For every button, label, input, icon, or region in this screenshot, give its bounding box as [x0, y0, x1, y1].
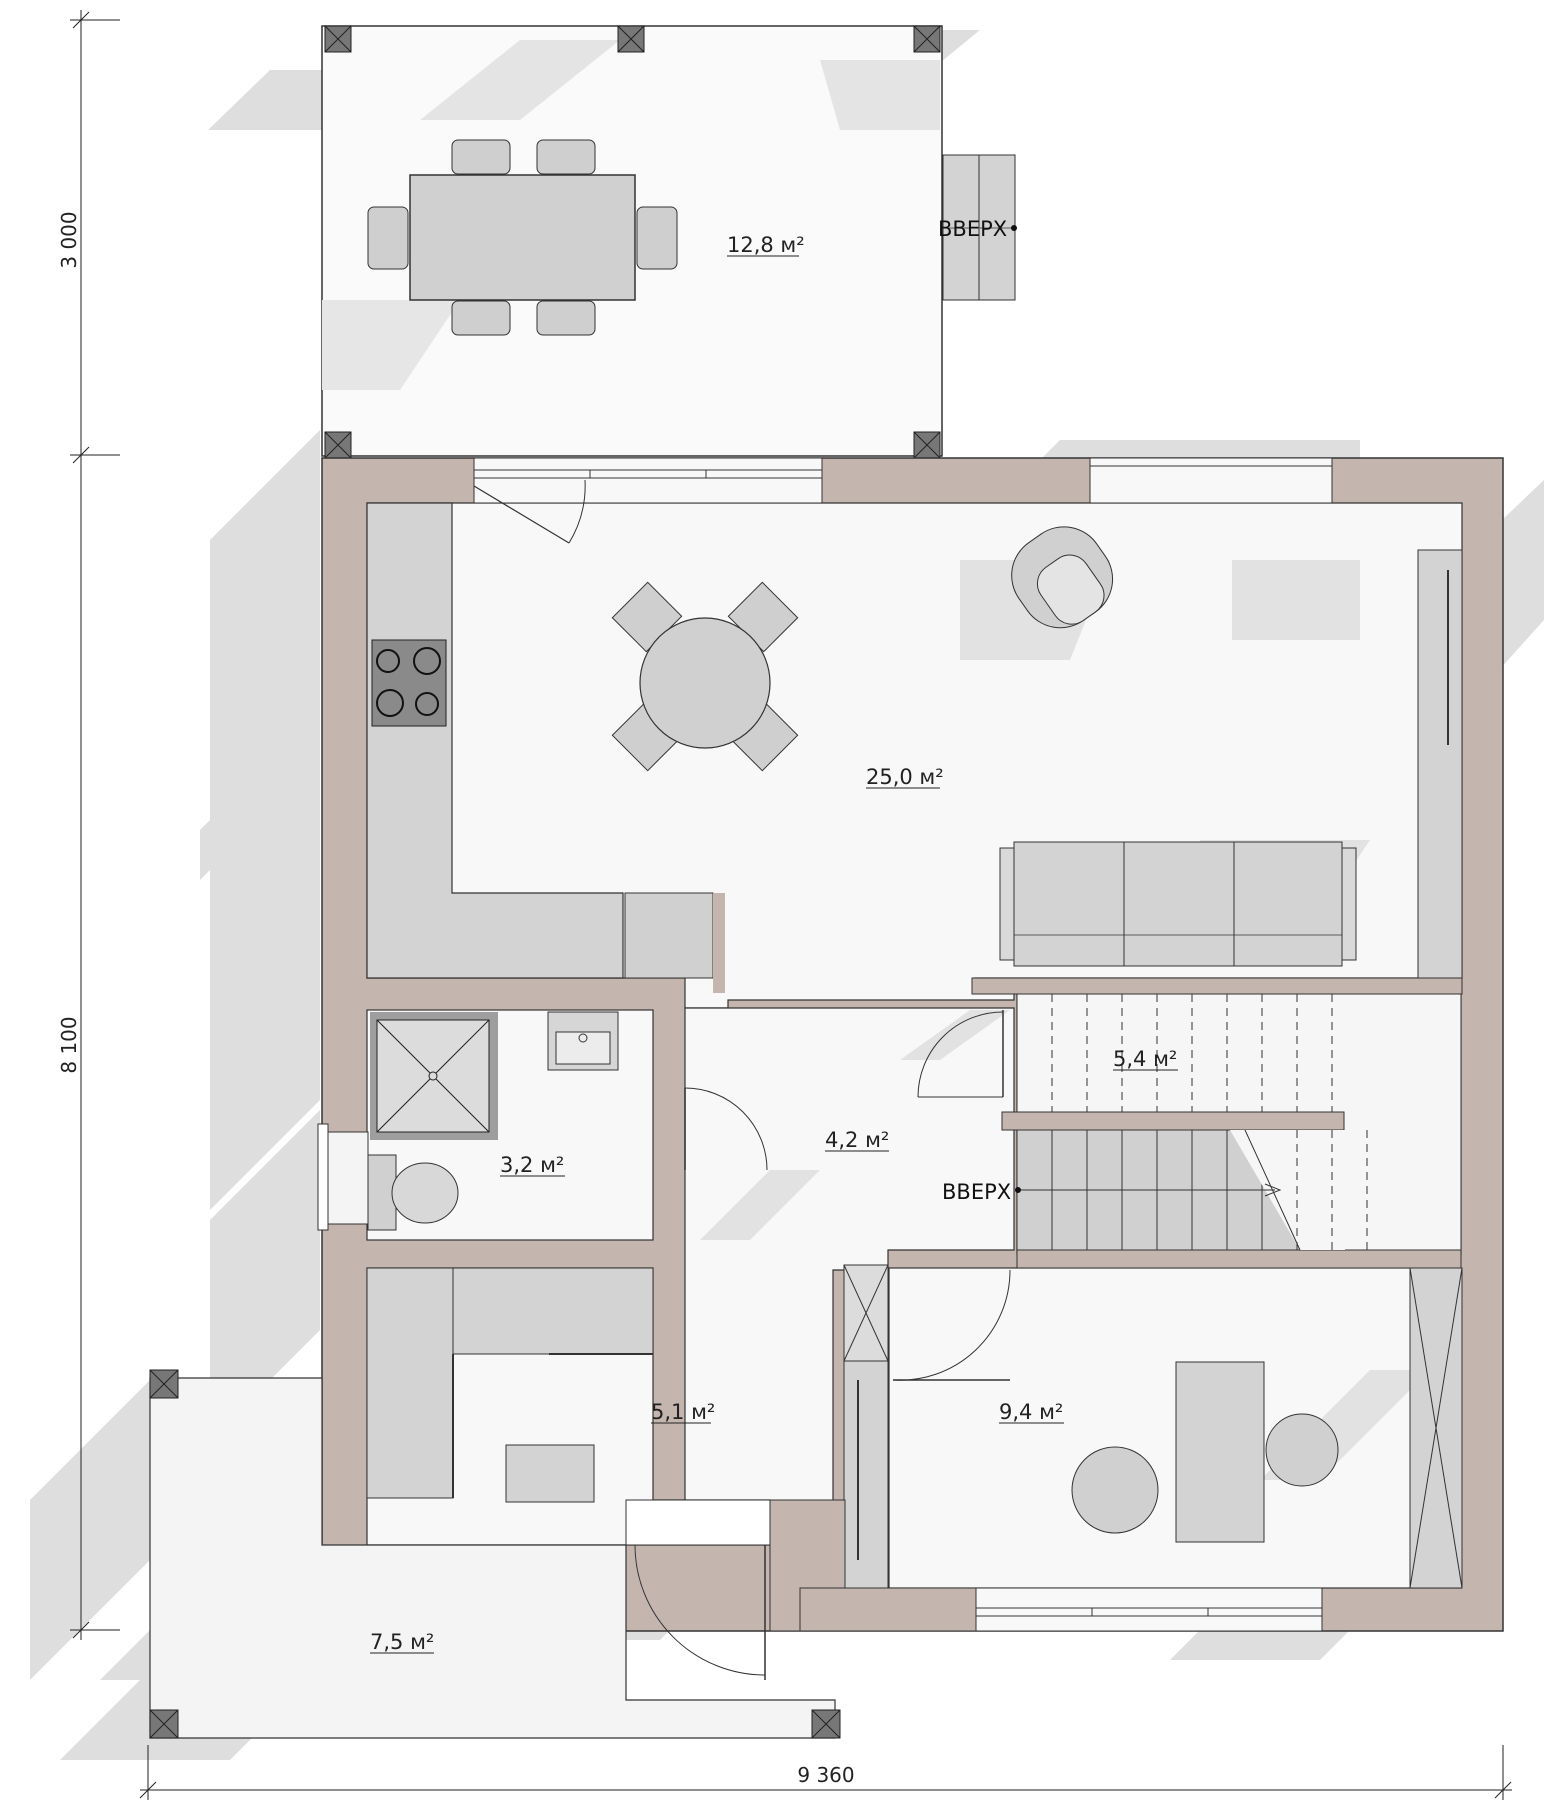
dining-table-icon — [367, 139, 678, 336]
door-icon — [473, 479, 586, 544]
stair-up-label: ВВЕРХ — [942, 1180, 1011, 1204]
toilet-icon — [367, 1154, 459, 1231]
column-icon — [913, 431, 941, 459]
stair-up-label: ВВЕРХ — [938, 217, 1007, 241]
window-icon — [473, 457, 823, 504]
area-label-terrace: 12,8 м² — [727, 233, 805, 257]
sofa-icon — [999, 841, 1357, 967]
area-label-living: 25,0 м² — [866, 765, 944, 789]
walls-lower — [769, 1499, 977, 1632]
round-table-icon — [611, 581, 799, 772]
chair-icon — [1071, 1413, 1339, 1534]
door-icon — [625, 1499, 772, 1680]
window-icon — [317, 1123, 369, 1231]
area-label-porch: 7,5 м² — [370, 1630, 434, 1654]
area-label-hall: 4,2 м² — [825, 1128, 889, 1152]
column-icon — [811, 1709, 841, 1739]
column-icon — [617, 25, 645, 53]
door-icon — [892, 1269, 1011, 1381]
door-icon — [917, 1010, 1004, 1098]
column-icon — [149, 1369, 179, 1399]
kitchen-counter — [366, 502, 725, 993]
column-icon — [324, 25, 352, 53]
area-labels: 12,8 м² 25,0 м² 5,4 м² 4,2 м² 3,2 м² 5,1… — [370, 233, 1178, 1654]
shower-icon — [370, 1012, 498, 1140]
area-label-bedroom: 9,4 м² — [999, 1400, 1063, 1424]
stair-arrow-dot — [1015, 1187, 1021, 1193]
stair-arrow-dot — [1011, 225, 1017, 231]
column-icon — [149, 1709, 179, 1739]
steps-icon — [942, 154, 1016, 301]
column-icon — [324, 431, 352, 459]
dimension-height-main: 8 100 — [57, 1016, 81, 1073]
dimension-height-upper: 3 000 — [57, 211, 81, 268]
door-icon — [684, 1087, 768, 1171]
wardrobe-icon — [1417, 549, 1463, 979]
stair-icon — [971, 977, 1463, 1269]
wardrobe-icon — [1409, 1267, 1463, 1589]
window-icon — [1089, 457, 1333, 504]
boiler-cabinet-icon — [366, 1267, 654, 1503]
armchair-icon — [1011, 526, 1114, 629]
sink-icon — [547, 1011, 619, 1071]
wardrobe-icon — [843, 1264, 889, 1589]
area-label-stair: 5,4 м² — [1113, 1047, 1177, 1071]
column-icon — [913, 25, 941, 53]
cooktop-icon — [371, 639, 447, 727]
terrace-top — [321, 25, 1016, 459]
dimension-lines — [70, 10, 1512, 1800]
porch — [149, 1369, 841, 1739]
area-label-boiler: 5,1 м² — [651, 1400, 715, 1424]
dimension-width: 9 360 — [797, 1763, 854, 1787]
desk-icon — [1175, 1361, 1265, 1543]
window-icon — [975, 1587, 1323, 1632]
area-label-bathroom: 3,2 м² — [500, 1153, 564, 1177]
